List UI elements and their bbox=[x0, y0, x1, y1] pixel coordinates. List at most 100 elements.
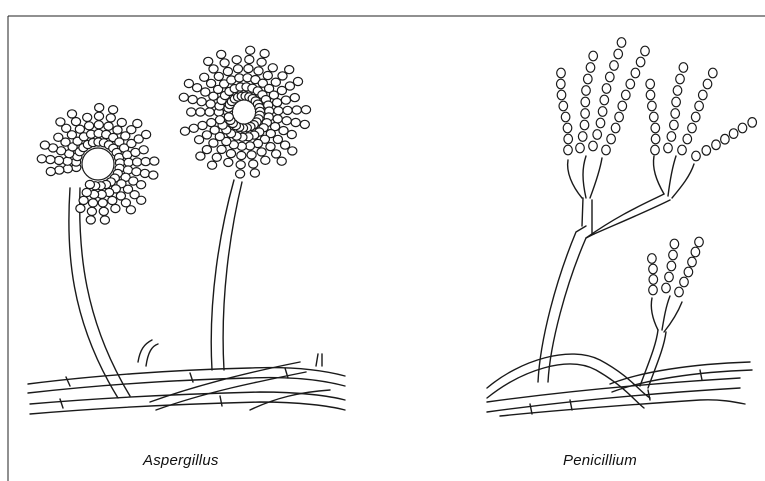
conidium bbox=[617, 38, 626, 48]
aspergillus-label: Aspergillus bbox=[143, 452, 219, 469]
conidium bbox=[189, 124, 198, 132]
conidium bbox=[277, 157, 286, 165]
conidium bbox=[187, 108, 196, 116]
conidium bbox=[197, 98, 206, 106]
conidium bbox=[209, 65, 218, 73]
conidium bbox=[561, 112, 570, 122]
conidium bbox=[205, 108, 214, 116]
conidium bbox=[149, 171, 158, 179]
conidium bbox=[688, 257, 697, 267]
conidium bbox=[675, 287, 684, 297]
conidium bbox=[283, 106, 292, 114]
conidium bbox=[266, 143, 275, 151]
conidium bbox=[672, 97, 681, 107]
conidium bbox=[598, 107, 607, 117]
conidium bbox=[220, 59, 229, 67]
conidium bbox=[94, 112, 103, 120]
conidium bbox=[111, 204, 120, 212]
conidium bbox=[54, 156, 63, 164]
conidium bbox=[79, 196, 88, 204]
conidium bbox=[257, 58, 266, 66]
conidium bbox=[641, 46, 650, 56]
conidium bbox=[557, 90, 566, 100]
conidium bbox=[695, 237, 704, 247]
conidium bbox=[236, 170, 245, 178]
conidium bbox=[671, 109, 680, 119]
conidium bbox=[54, 133, 63, 141]
conidium bbox=[40, 141, 49, 149]
conidium bbox=[649, 285, 658, 295]
conidium bbox=[712, 140, 721, 150]
conidium bbox=[650, 112, 659, 122]
conidium bbox=[292, 106, 301, 114]
conidium bbox=[607, 134, 616, 144]
conidium bbox=[563, 123, 572, 133]
conidium bbox=[124, 158, 133, 166]
conidium bbox=[626, 79, 635, 89]
conidium bbox=[133, 158, 142, 166]
conidium bbox=[695, 101, 704, 111]
conidium bbox=[290, 94, 299, 102]
conidium bbox=[85, 122, 94, 130]
conidium bbox=[646, 79, 655, 89]
conidium bbox=[649, 275, 658, 285]
conidium bbox=[200, 73, 209, 81]
conidium bbox=[586, 63, 595, 73]
conidium bbox=[688, 123, 697, 133]
conidium bbox=[676, 74, 685, 84]
conidium bbox=[665, 272, 674, 282]
conidium bbox=[582, 86, 591, 96]
conidium bbox=[580, 120, 589, 130]
conidium bbox=[662, 283, 671, 293]
conidium bbox=[673, 86, 682, 96]
conidium bbox=[37, 155, 46, 163]
conidium bbox=[179, 93, 188, 101]
conidium bbox=[83, 113, 92, 121]
aspergillus-conidial-head-right bbox=[179, 46, 310, 178]
conidium bbox=[67, 110, 76, 118]
conidium bbox=[233, 65, 242, 73]
conidium bbox=[206, 100, 215, 108]
conidium bbox=[184, 79, 193, 87]
conidium bbox=[611, 123, 620, 133]
conidium bbox=[71, 118, 80, 126]
aspergillus-vesicle bbox=[82, 148, 114, 180]
conidium bbox=[260, 49, 269, 57]
conidium bbox=[589, 141, 598, 151]
conidium bbox=[99, 207, 108, 215]
conidium bbox=[606, 72, 615, 82]
conidium bbox=[217, 145, 226, 153]
conidium bbox=[140, 169, 149, 177]
conidium bbox=[117, 118, 126, 126]
conidium bbox=[564, 134, 573, 144]
conidium bbox=[281, 96, 290, 104]
conidium bbox=[94, 121, 103, 129]
conidium bbox=[104, 122, 113, 130]
conidium bbox=[285, 66, 294, 74]
conidium bbox=[559, 101, 568, 111]
conidium bbox=[651, 123, 660, 133]
conidium bbox=[691, 247, 700, 257]
conidium bbox=[683, 134, 692, 144]
conidium bbox=[596, 118, 605, 128]
conidium bbox=[651, 134, 660, 144]
conidium bbox=[664, 143, 673, 153]
conidium bbox=[631, 68, 640, 78]
conidium bbox=[648, 254, 657, 264]
conidium bbox=[132, 168, 141, 176]
conidium bbox=[272, 150, 281, 158]
conidium bbox=[133, 119, 142, 127]
conidium bbox=[63, 157, 72, 165]
conidium bbox=[646, 90, 655, 100]
conidium bbox=[137, 196, 146, 204]
aspergillus-mycelium bbox=[28, 340, 345, 414]
conidium bbox=[282, 117, 291, 125]
conidium bbox=[721, 134, 730, 144]
conidium bbox=[108, 196, 117, 204]
conidium bbox=[224, 113, 233, 121]
conidium bbox=[82, 188, 91, 196]
conidium bbox=[288, 147, 297, 155]
conidium bbox=[670, 120, 679, 130]
conidium bbox=[702, 146, 711, 156]
